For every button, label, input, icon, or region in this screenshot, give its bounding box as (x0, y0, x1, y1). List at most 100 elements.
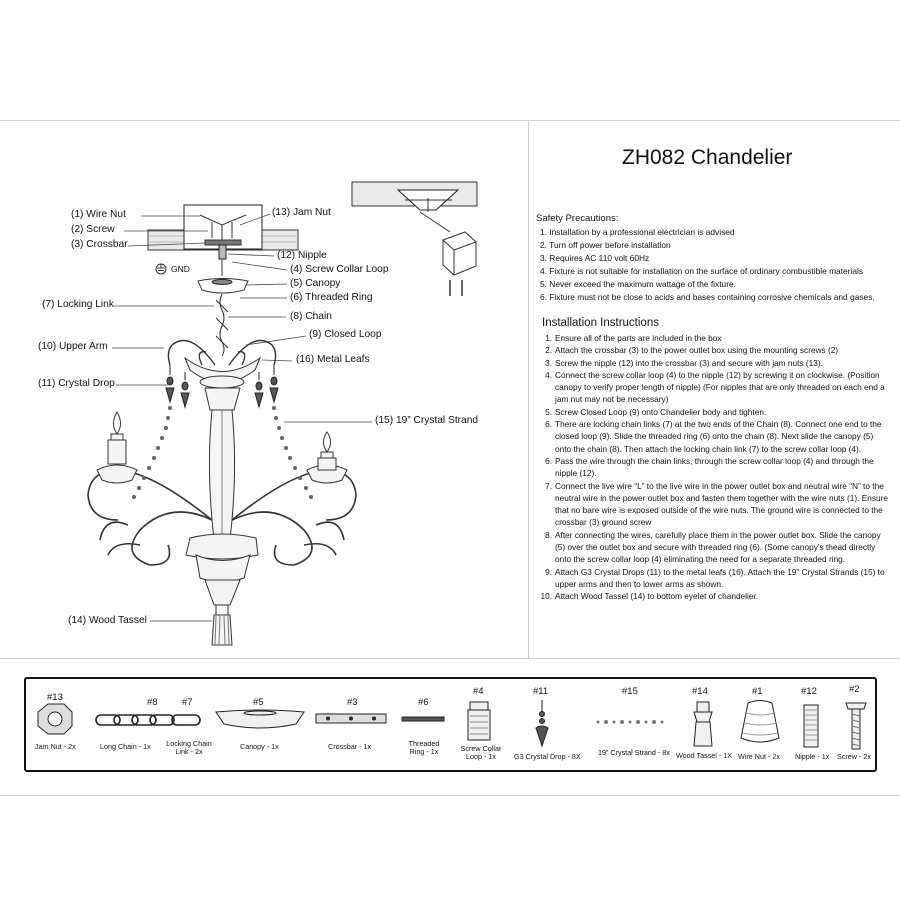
installation-item: 6.There are locking chain links (7) at t… (539, 418, 889, 455)
part-name: Screw Collar Loop - 1x (456, 745, 506, 761)
part-name: Nipple - 1x (795, 752, 830, 761)
step-number: 5. (545, 406, 552, 417)
safety-item: 3. Requires AC 110 volt 60Hz (540, 253, 650, 263)
safety-item: 2. Turn off power before installation (540, 240, 671, 250)
step-number: 8. (545, 529, 552, 540)
installation-item: 5.Screw Closed Loop (9) onto Chandelier … (539, 406, 889, 418)
safety-item: 5. Never exceed the maximum wattage of t… (540, 279, 736, 289)
part-number: #5 (253, 697, 264, 708)
safety-list: 1. Installation by a professional electr… (540, 226, 890, 304)
crystal-drop-part-icon (535, 700, 549, 748)
part-number: #11 (533, 686, 549, 697)
installation-item: 1.Ensure all of the parts are included i… (539, 332, 889, 344)
wire-nut-part-icon (740, 700, 780, 743)
chandelier-body-drawing (183, 356, 262, 606)
installation-item: 2.Attach the crossbar (3) to the power o… (539, 344, 889, 356)
step-number: 6. (545, 419, 552, 430)
part-name: Crossbar - 1x (328, 742, 372, 751)
label-threaded-ring: (6) Threaded Ring (290, 292, 373, 303)
parts-box (24, 677, 877, 772)
step-text: Attach the crossbar (3) to the power out… (555, 345, 839, 356)
part-number: #13 (47, 692, 63, 703)
label-nipple: (12) Nipple (277, 250, 327, 261)
part-name: Threaded Ring - 1x (404, 740, 444, 756)
screw-part-icon (845, 702, 867, 750)
part-name: Jam Nut - 2x (35, 742, 76, 751)
step-number: 3. (545, 357, 552, 368)
part-number: #8 (147, 697, 158, 708)
installation-item: 9.Attach G3 Crystal Drops (11) to the me… (539, 566, 889, 591)
step-number: 2. (545, 345, 552, 356)
part-name: 19” Crystal Strand - 8x (598, 748, 670, 757)
installation-item: 6.Pass the wire through the chain links,… (539, 455, 889, 480)
crystal-strand-part-icon (596, 720, 664, 724)
ceiling-detail-drawing (351, 181, 478, 296)
long-chain-part-icon (95, 714, 175, 726)
crystal-drops-drawing (165, 365, 279, 409)
part-name-text: Threaded Ring - 1x (408, 739, 440, 756)
step-text: Screw Closed Loop (9) onto Chandelier bo… (555, 406, 767, 417)
candle-cups-drawing (96, 411, 348, 484)
part-name: Screw - 2x (837, 752, 871, 761)
step-number: 6. (545, 455, 552, 466)
wood-tassel-part-icon (693, 701, 713, 747)
ceiling-outlet-box-drawing (147, 204, 299, 276)
step-text: After connecting the wires, carefully pl… (555, 529, 881, 565)
nipple-part-icon (803, 704, 819, 748)
part-number: #4 (473, 686, 484, 697)
label-closed-loop: (9) Closed Loop (309, 329, 382, 340)
frame-divider-line (0, 658, 900, 659)
installation-heading: Installation Instructions (542, 317, 659, 329)
safety-item: 4. Fixture is not suitable for installat… (540, 266, 864, 276)
step-number: 4. (545, 369, 552, 380)
label-crystal-strand: (15) 19” Crystal Strand (375, 415, 479, 426)
part-number: #6 (418, 697, 429, 708)
part-number: #3 (347, 697, 358, 708)
part-number: #15 (622, 686, 638, 697)
wood-tassel-drawing (211, 604, 233, 646)
part-name: Canopy - 1x (240, 742, 279, 751)
label-screw-collar-loop: (4) Screw Collar Loop (290, 264, 389, 275)
installation-item: 8.After connecting the wires, carefully … (539, 529, 889, 566)
label-gnd: GND (171, 264, 190, 274)
safety-item: 1. Installation by a professional electr… (540, 227, 735, 237)
step-number: 1. (545, 333, 552, 343)
upper-arms-drawing (167, 339, 277, 366)
installation-item: 7.Connect the live wire “L” to the live … (539, 480, 889, 529)
label-jam-nut: (13) Jam Nut (272, 207, 331, 218)
safety-item: 6. Fixture must not be close to acids an… (540, 292, 875, 302)
part-name: G3 Crystal Drop - 8X (514, 752, 581, 761)
frame-column-line (528, 120, 529, 658)
part-name: Wire Nut - 2x (738, 752, 780, 761)
step-number: 7. (545, 480, 552, 491)
page-title: ZH082 Chandelier (622, 146, 793, 169)
label-crystal-drop: (11) Crystal Drop (38, 378, 115, 389)
leader-lines (112, 213, 372, 622)
chain-drawing (215, 293, 229, 357)
part-name: Long Chain - 1x (100, 742, 151, 751)
installation-item: 3.Screw the nipple (12) into the crossba… (539, 357, 889, 369)
step-text: Ensure all of the parts are included in … (555, 333, 722, 343)
locking-chain-link-part-icon (171, 714, 201, 726)
part-name: Locking Chain Link - 2x (162, 740, 216, 756)
label-screw: (2) Screw (71, 224, 115, 235)
part-number: #1 (752, 686, 763, 697)
step-number: 10. (540, 591, 552, 602)
frame-top-line (0, 120, 900, 121)
installation-item: 10.Attach Wood Tassel (14) to bottom eye… (539, 590, 889, 602)
canopy-drawing (197, 278, 249, 294)
crossbar-part-icon (315, 713, 387, 724)
step-text: Connect the live wire “L” to the live wi… (555, 480, 888, 528)
threaded-ring-part-icon (401, 716, 445, 722)
step-text: Attach Wood Tassel (14) to bottom eyelet… (555, 591, 759, 602)
lower-arms-drawing (87, 469, 357, 566)
label-crossbar: (3) Crossbar (71, 239, 128, 250)
ground-symbol-drawing (155, 263, 167, 275)
label-chain: (8) Chain (290, 311, 332, 322)
step-text: Pass the wire through the chain links, t… (555, 455, 874, 479)
jam-nut-part-icon (37, 703, 73, 735)
label-wood-tassel: (14) Wood Tassel (68, 615, 147, 626)
